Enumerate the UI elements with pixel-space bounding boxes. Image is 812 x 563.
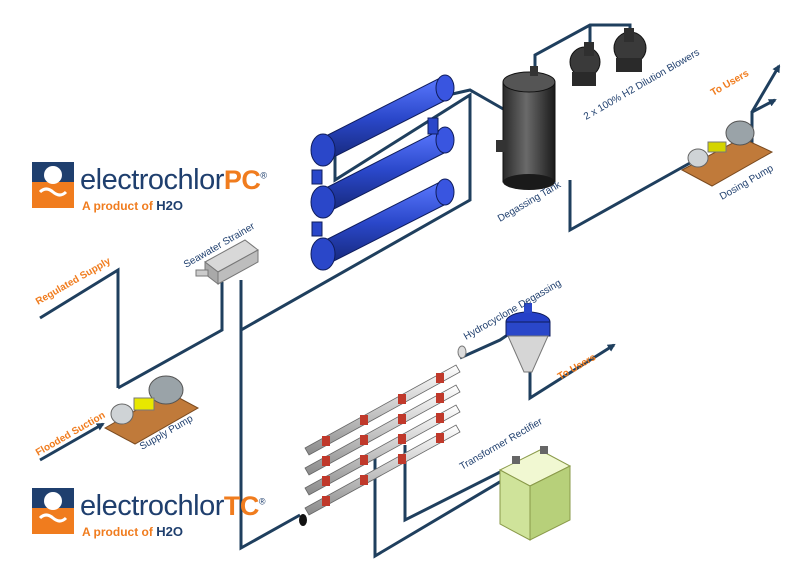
logo-tc: electrochlorTC® A product of H2O <box>32 488 292 544</box>
to-users-mid-label: To Users <box>556 352 598 383</box>
tc-tube-4 <box>304 424 461 516</box>
degassing-tank <box>496 66 556 190</box>
strainer-to-pc-line <box>239 92 472 333</box>
rectifier-cable-1 <box>373 452 521 559</box>
logo-tc-wordmark: electrochlorTC® <box>80 490 266 522</box>
logo-pc-wordmark: electrochlorPC® <box>80 164 267 196</box>
tc-tube-1 <box>304 364 461 456</box>
pipe-network <box>39 23 781 559</box>
pc-electrolyser-cells <box>310 74 455 271</box>
logo-pc-tagline: A product of H2O <box>82 198 183 213</box>
h2o-mark-icon <box>32 488 74 534</box>
to-users-top-label: To Users <box>709 68 751 99</box>
dosing-to-users-arrow <box>750 64 781 113</box>
regulated-supply-line <box>39 267 120 388</box>
pump-to-strainer-line <box>117 282 224 390</box>
tc-tube-3 <box>304 404 461 496</box>
supply-pump <box>103 375 200 445</box>
h2o-mark-icon <box>32 162 74 208</box>
tank-to-dosing-line <box>568 161 691 233</box>
hydrocyclone <box>505 303 551 373</box>
transformer-rectifier <box>498 446 572 541</box>
logo-pc: electrochlorPC® A product of H2O <box>32 162 292 218</box>
rectifier-cable-2 <box>403 445 521 523</box>
seawater-strainer <box>195 239 259 286</box>
flooded-suction-label: Flooded Suction <box>34 410 107 459</box>
tc-tube-2 <box>304 384 461 476</box>
strainer-to-tc-line <box>239 330 301 551</box>
dosing-pump <box>680 120 774 187</box>
dilution-blowers <box>569 28 647 86</box>
flooded-suction-line <box>39 422 105 462</box>
tc-electrolyser-cells <box>299 345 467 526</box>
cells-to-tank-line <box>447 88 506 112</box>
logo-tc-tagline: A product of H2O <box>82 524 183 539</box>
hydrocyclone-to-users-line <box>528 343 616 401</box>
